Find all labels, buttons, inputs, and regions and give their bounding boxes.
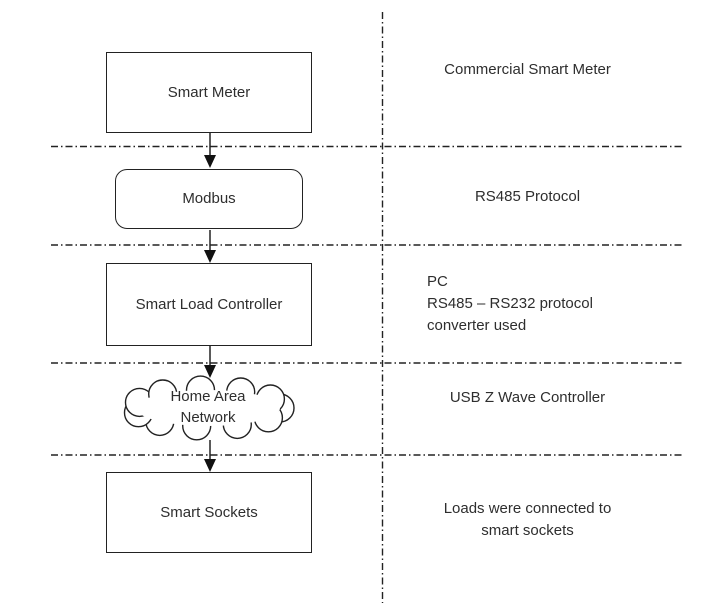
node-home-area-network-label: Home Area Network — [170, 388, 246, 426]
annotation-rs485-protocol: RS485 Protocol — [474, 188, 581, 205]
node-smart-sockets: Smart Sockets — [106, 472, 312, 553]
annotation-usb-z-wave-controller: USB Z Wave Controller — [449, 389, 606, 406]
node-modbus: Modbus — [115, 169, 303, 229]
arrow-smart-load-controller-to-home-area-network — [204, 346, 216, 378]
cloud-shape — [123, 375, 295, 441]
node-smart-load-controller-label: Smart Load Controller — [135, 295, 283, 313]
annotation-pc-protocol-converter: PC RS485 – RS232 protocol converter used — [427, 273, 593, 334]
node-smart-load-controller: Smart Load Controller — [106, 263, 312, 346]
arrow-smart-meter-to-modbus — [204, 133, 216, 168]
node-smart-sockets-label: Smart Sockets — [160, 503, 258, 521]
annotation-loads-connected: Loads were connected to smart sockets — [443, 500, 612, 539]
annotation-commercial-smart-meter: Commercial Smart Meter — [444, 61, 611, 78]
arrow-modbus-to-smart-load-controller — [204, 230, 216, 263]
node-modbus-label: Modbus — [182, 190, 236, 207]
node-smart-meter-label: Smart Meter — [167, 83, 251, 101]
node-smart-meter: Smart Meter — [106, 52, 312, 133]
arrow-home-area-network-to-smart-sockets — [204, 440, 216, 472]
